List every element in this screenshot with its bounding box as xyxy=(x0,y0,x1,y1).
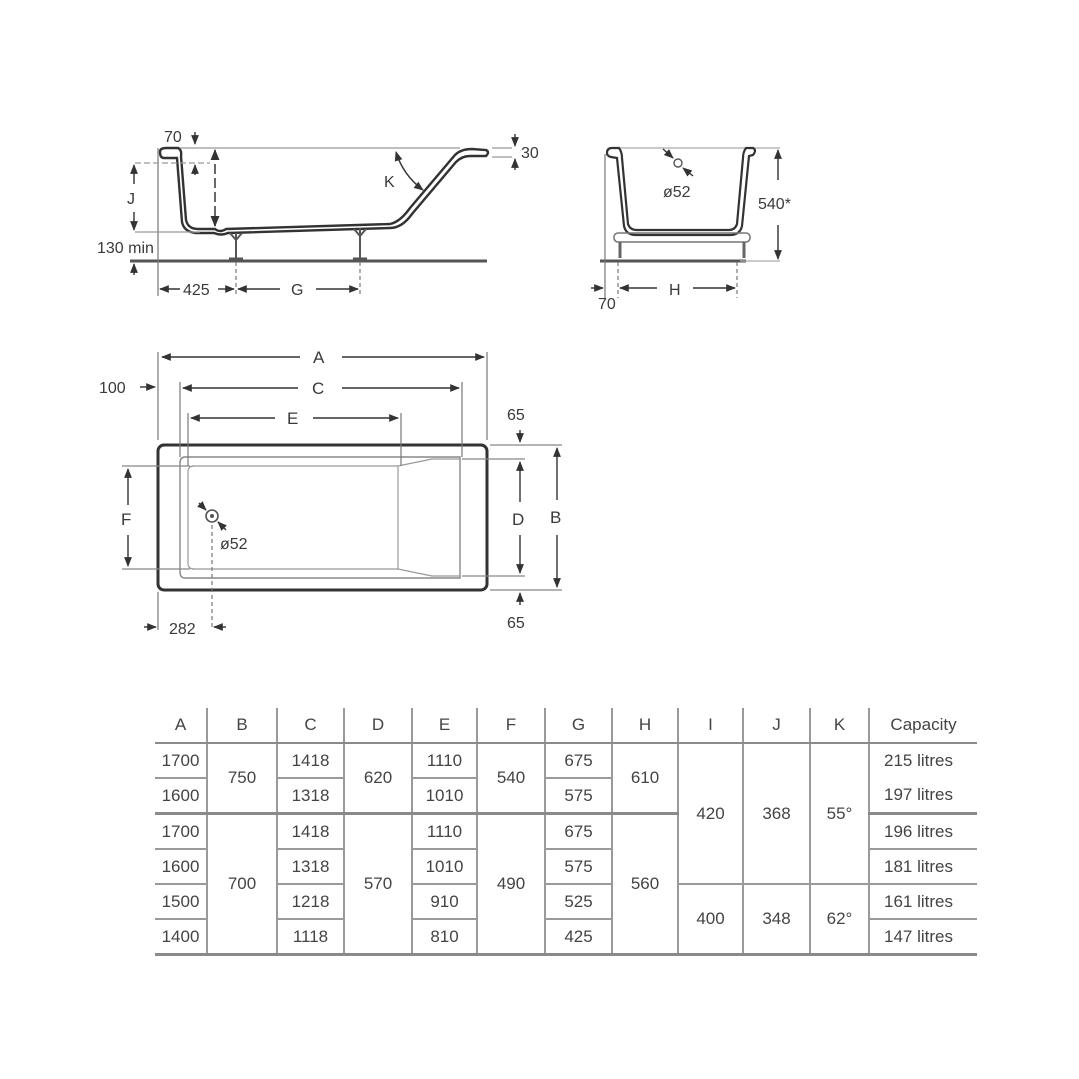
table-row: 1600 1318 1010 575 197 litres xyxy=(155,778,977,815)
label-rim-70: 70 xyxy=(164,129,182,146)
cell-a: 1600 xyxy=(155,778,207,815)
cell-capacity: 197 litres xyxy=(868,778,977,815)
cell-a: 1600 xyxy=(155,849,207,885)
plan-view xyxy=(122,352,562,631)
label-waste-diameter-plan: ø52 xyxy=(220,536,248,553)
label-waste-diameter-end: ø52 xyxy=(663,184,691,201)
cell-g: 525 xyxy=(544,884,612,920)
label-70-end: 70 xyxy=(598,296,616,313)
cell-d: 570 xyxy=(343,813,412,956)
cell-capacity: 161 litres xyxy=(868,884,977,920)
label-c: C xyxy=(312,379,324,398)
cell-capacity: 147 litres xyxy=(868,919,977,956)
cell-d: 620 xyxy=(343,743,412,815)
cell-c: 1418 xyxy=(276,813,344,850)
cell-g: 575 xyxy=(544,849,612,885)
cell-k: 55° xyxy=(809,743,869,885)
header-b: B xyxy=(206,708,277,744)
label-540: 540* xyxy=(758,196,791,213)
cell-i: 400 xyxy=(677,884,743,956)
header-capacity: Capacity xyxy=(868,708,977,744)
end-view xyxy=(591,146,782,298)
header-h: H xyxy=(611,708,678,744)
table-header-row: A B C D E F G H I J K Capacity xyxy=(155,708,977,744)
label-rim-30: 30 xyxy=(521,145,539,162)
cell-c: 1318 xyxy=(276,778,344,815)
cell-g: 425 xyxy=(544,919,612,956)
cell-a: 1500 xyxy=(155,884,207,920)
cell-e: 910 xyxy=(411,884,477,920)
cell-k: 62° xyxy=(809,884,869,956)
cell-capacity: 196 litres xyxy=(868,813,977,850)
cell-b: 750 xyxy=(206,743,277,815)
cell-h: 560 xyxy=(611,813,678,956)
header-f: F xyxy=(476,708,545,744)
label-k-angle: K xyxy=(384,174,395,191)
cell-g: 575 xyxy=(544,778,612,815)
cell-e: 1010 xyxy=(411,849,477,885)
table-row: 1700 700 1418 570 1110 490 675 560 196 l… xyxy=(155,813,977,956)
header-a: A xyxy=(155,708,207,744)
label-a: A xyxy=(313,348,325,367)
cell-e: 810 xyxy=(411,919,477,956)
cell-a: 1700 xyxy=(155,743,207,779)
cell-e: 1110 xyxy=(411,813,477,850)
table-row: 1400 1118 810 425 147 litres xyxy=(155,919,977,956)
label-g: G xyxy=(291,282,303,299)
label-130-min: 130 min xyxy=(97,240,154,257)
cell-capacity: 215 litres xyxy=(868,743,977,778)
side-view xyxy=(130,132,519,296)
cell-h: 610 xyxy=(611,743,678,815)
cell-g: 675 xyxy=(544,743,612,779)
label-e: E xyxy=(287,409,298,428)
header-j: J xyxy=(742,708,810,744)
label-100: 100 xyxy=(99,380,126,397)
cell-g: 675 xyxy=(544,813,612,850)
table-row: 1700 750 1418 620 1110 540 675 610 420 3… xyxy=(155,743,977,885)
cell-j: 348 xyxy=(742,884,810,956)
label-65-bottom: 65 xyxy=(507,615,525,632)
header-g: G xyxy=(544,708,612,744)
label-h: H xyxy=(669,282,681,299)
label-425: 425 xyxy=(183,282,210,299)
cell-f: 540 xyxy=(476,743,545,815)
header-i: I xyxy=(677,708,743,744)
cell-capacity: 181 litres xyxy=(868,849,977,885)
cell-j: 368 xyxy=(742,743,810,885)
label-j: J xyxy=(127,191,135,208)
header-e: E xyxy=(411,708,477,744)
label-282: 282 xyxy=(169,621,196,638)
cell-b: 700 xyxy=(206,813,277,956)
cell-c: 1118 xyxy=(276,919,344,956)
cell-i: 420 xyxy=(677,743,743,885)
header-k: K xyxy=(809,708,869,744)
table-row: 1500 1218 910 525 400 348 62° 161 litres xyxy=(155,884,977,956)
cell-c: 1418 xyxy=(276,743,344,779)
header-c: C xyxy=(276,708,344,744)
cell-c: 1218 xyxy=(276,884,344,920)
table-row: 1600 1318 1010 575 181 litres xyxy=(155,849,977,885)
cell-a: 1400 xyxy=(155,919,207,956)
cell-a: 1700 xyxy=(155,813,207,850)
label-f: F xyxy=(121,510,131,529)
label-65-top: 65 xyxy=(507,407,525,424)
label-d: D xyxy=(512,510,524,529)
cell-e: 1110 xyxy=(411,743,477,779)
cell-f: 490 xyxy=(476,813,545,956)
header-d: D xyxy=(343,708,412,744)
cell-e: 1010 xyxy=(411,778,477,815)
dimension-table: A B C D E F G H I J K Capacity 1700 750 … xyxy=(155,708,977,956)
technical-drawing: 70 30 J 130 min K 425 G ø52 540* 70 H xyxy=(97,129,791,638)
cell-c: 1318 xyxy=(276,849,344,885)
label-b: B xyxy=(550,508,561,527)
